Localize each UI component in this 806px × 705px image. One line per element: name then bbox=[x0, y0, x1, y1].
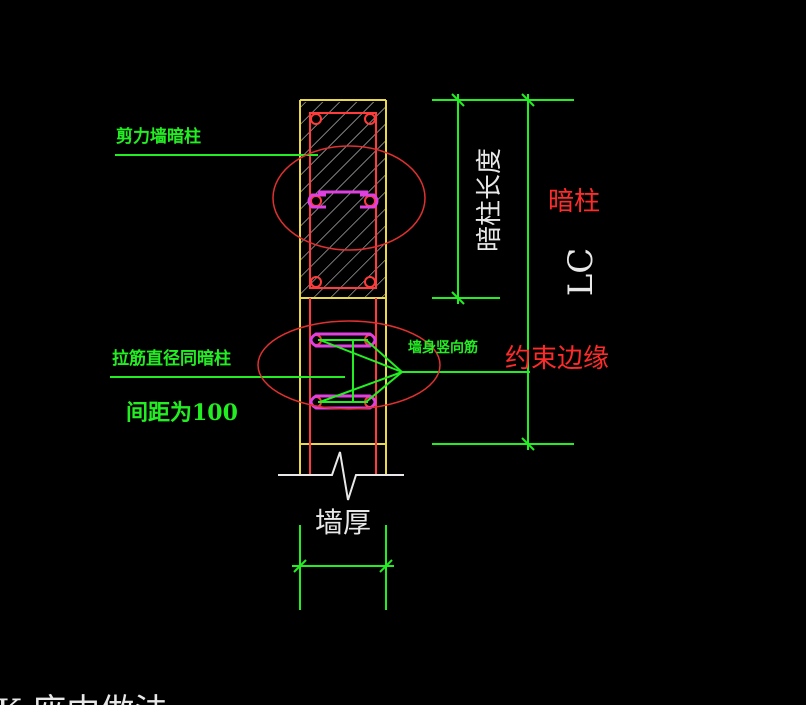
break-line bbox=[278, 451, 404, 501]
label-column-length: 暗柱长度 bbox=[475, 148, 505, 252]
label-wall-end-column: 剪力墙暗柱 bbox=[116, 126, 201, 147]
annotation-hidden-column: 暗柱 bbox=[548, 187, 601, 217]
wall-thickness-dimension bbox=[292, 525, 394, 610]
constrained-edge-highlight bbox=[257, 320, 441, 410]
label-tie-spacing: 间距为100 bbox=[126, 400, 238, 426]
label-tie-bar: 拉筋直径同暗柱 bbox=[112, 348, 231, 369]
leader-lines bbox=[110, 154, 530, 378]
bottom-caption: K 座中做法 bbox=[0, 684, 168, 705]
highlight-ellipses bbox=[257, 145, 441, 410]
label-lc: LC bbox=[561, 248, 601, 297]
label-wall-thickness: 墙厚 bbox=[315, 506, 371, 539]
tie-bars bbox=[318, 339, 403, 403]
hidden-column-hatch bbox=[300, 102, 386, 298]
annotation-constrained-edge: 约束边缘 bbox=[505, 344, 610, 374]
concrete-outline bbox=[299, 99, 387, 475]
hidden-column-highlight bbox=[272, 145, 426, 251]
lc-dimension bbox=[432, 93, 574, 451]
label-wall-vertical-bar: 墙身竖向筋 bbox=[408, 339, 478, 356]
